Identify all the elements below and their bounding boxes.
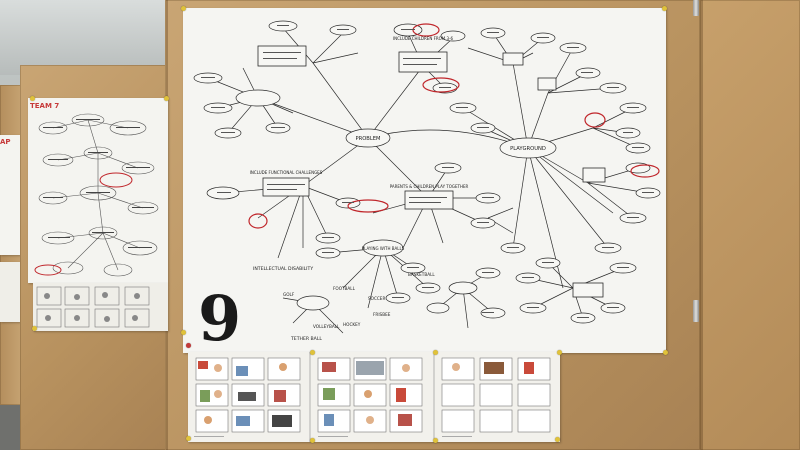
label-volleyball: VOLLEYBALL [313, 324, 340, 329]
pushpin [310, 438, 315, 443]
pushpin [433, 350, 438, 355]
label-parents-children: PARENTS & CHILDREN PLAY TOGETHER [390, 184, 469, 189]
label-football: FOOTBALL [333, 286, 356, 291]
pushpin [186, 436, 191, 441]
pushpin [662, 6, 667, 11]
label-frisbee: FRISBEE [373, 312, 391, 317]
mindmap-drawing: PROBLEM PLAYGROUND INCLUDE CHILDREN FROM… [193, 20, 661, 342]
label-functional-challenges: INCLUDE FUNCTIONAL CHALLENGES [250, 170, 323, 175]
label-playground: PLAYGROUND [510, 146, 546, 152]
pushpin [32, 326, 37, 331]
left-storyboard-frames [36, 286, 150, 328]
pushpin [557, 350, 562, 355]
left-mindmap-sketch [34, 113, 159, 277]
label-soccer: SOCCER [368, 296, 385, 301]
label-basketball: BASKETBALL [408, 272, 435, 277]
left-mindmap-paper [28, 98, 168, 283]
board-seam-right [700, 0, 703, 450]
edge-panel-title: AP [0, 138, 11, 146]
pushpin [663, 350, 668, 355]
left-panel-title: TEAM 7 [30, 102, 60, 110]
storyboard-frames [194, 352, 551, 442]
pushpin [181, 330, 186, 335]
hinge-top [693, 0, 699, 16]
pushpin [555, 437, 560, 442]
edge-paper-lower [0, 262, 20, 322]
label-include-children: INCLUDE CHILDREN FROM 3-6 [393, 36, 454, 41]
storyboard-sheets [188, 352, 560, 442]
mindmap-poster: PROBLEM PLAYGROUND INCLUDE CHILDREN FROM… [183, 8, 666, 353]
pushpin-red [186, 343, 191, 348]
label-tether-ball: TETHER BALL [290, 336, 322, 342]
right-board [700, 0, 800, 450]
left-storyboard-strip [33, 283, 168, 331]
label-playing-balls: PLAYING WITH BALLS [362, 246, 405, 251]
label-problem: PROBLEM [355, 136, 380, 142]
label-hockey: HOCKEY [343, 322, 361, 327]
pushpin [30, 96, 35, 101]
hinge [693, 300, 699, 322]
pushpin [181, 6, 186, 11]
shelf [0, 0, 165, 75]
pushpin [310, 350, 315, 355]
edge-paper [0, 135, 20, 255]
poster-number: 9 [198, 282, 242, 355]
pushpin [433, 438, 438, 443]
pushpin [164, 96, 169, 101]
label-golf: GOLF [283, 292, 295, 297]
label-intellectual-disability: INTELLECTUAL DISABILITY [253, 266, 313, 272]
